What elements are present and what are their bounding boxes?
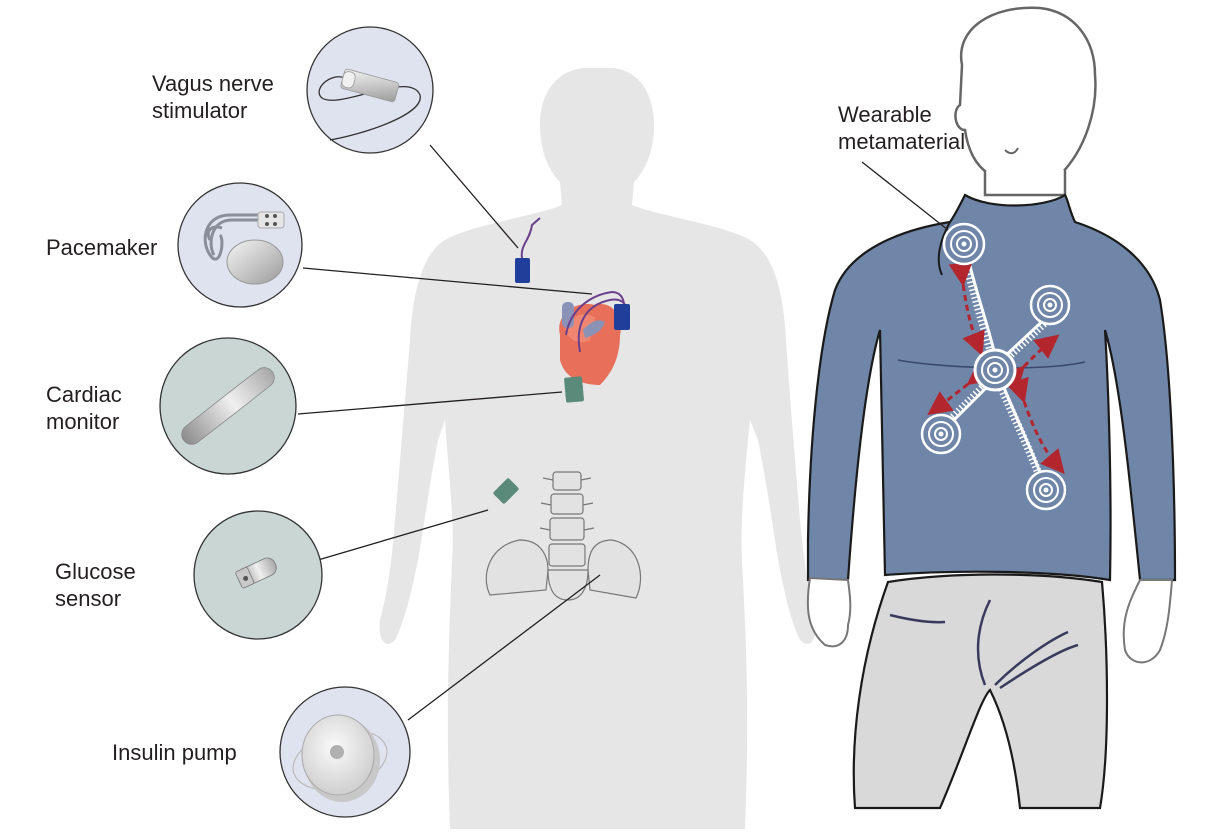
vagus-lead-wire	[520, 217, 541, 259]
heart-illustration	[559, 290, 626, 385]
cardiac-monitor-marker	[564, 376, 584, 403]
signal-arrow	[1005, 376, 1065, 475]
cardiac-monitor-icon	[181, 367, 275, 445]
signal-arrow	[927, 361, 993, 416]
label-cardiac-monitor: Cardiac monitor	[46, 382, 122, 434]
head-outline	[954, 6, 1097, 188]
signal-arrow	[1000, 334, 1060, 391]
label-insulin-pump: Insulin pump	[112, 740, 237, 765]
insulin-pump-circle	[279, 686, 411, 818]
cardiac-monitor-circle	[159, 337, 297, 475]
vagus-nerve-stimulator-circle	[306, 26, 434, 154]
sensor-node	[920, 413, 962, 455]
vagus-implant-marker	[515, 258, 530, 283]
body-silhouette	[379, 68, 816, 829]
sensor-node	[973, 348, 1017, 392]
label-glucose-sensor: Glucose sensor	[55, 559, 136, 611]
wearable-leader-line	[861, 161, 949, 231]
glucose-sensor-icon	[235, 557, 277, 589]
spine-pelvis-illustration	[485, 471, 642, 601]
insulin-pump-icon	[292, 714, 388, 802]
pacemaker-icon	[203, 211, 285, 285]
label-pacemaker: Pacemaker	[46, 235, 158, 260]
metamaterial-network	[920, 222, 1071, 511]
glucose-sensor-marker	[493, 478, 519, 504]
label-vagus-nerve-stimulator: Vagus nerve stimulator	[152, 71, 274, 123]
leader-lines	[297, 144, 601, 721]
sensor-node	[1029, 284, 1071, 326]
pacemaker-implant-marker	[614, 304, 630, 330]
pacemaker-circle	[177, 182, 303, 308]
sensor-node	[942, 222, 986, 266]
left-hand	[806, 576, 852, 648]
sensor-node	[1025, 469, 1067, 511]
signal-arrow	[948, 261, 985, 357]
vagus-nerve-stimulator-icon	[340, 68, 400, 103]
glucose-sensor-circle	[193, 510, 323, 640]
right-hand	[1122, 579, 1174, 664]
pants	[852, 573, 1109, 810]
label-wearable-metamaterial: Wearable metamaterial	[838, 102, 966, 154]
